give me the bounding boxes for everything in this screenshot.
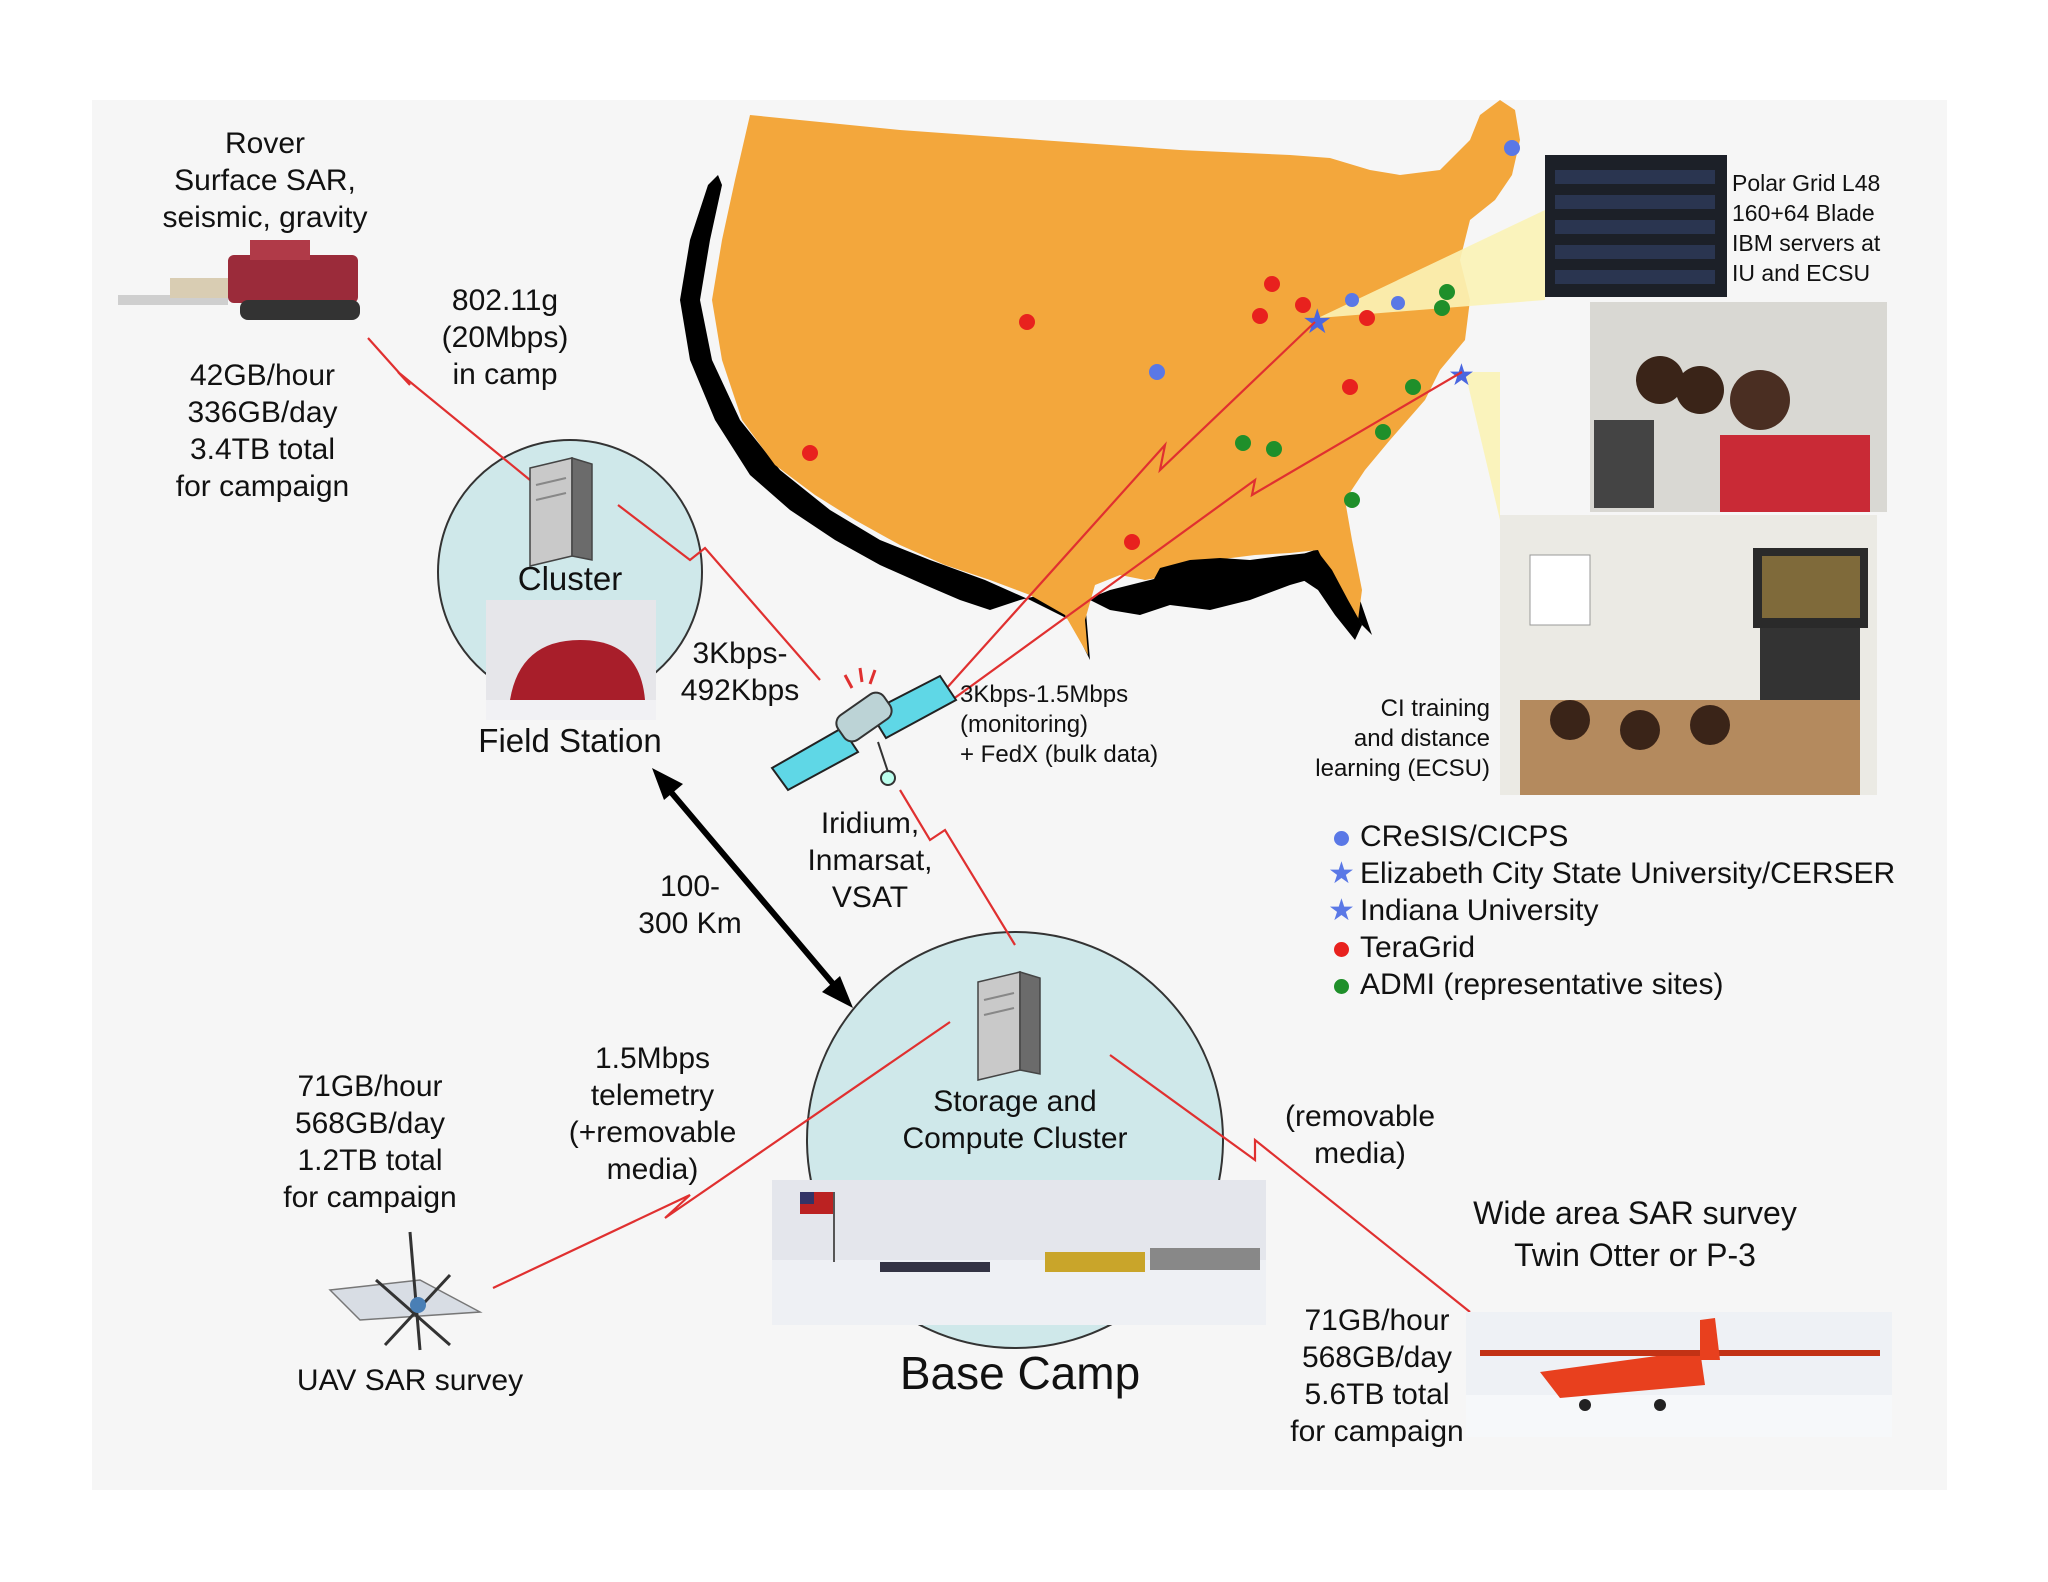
twin-otter-photo (1466, 1312, 1892, 1437)
admi-dot-icon (1334, 979, 1349, 994)
site-cresis (1391, 296, 1405, 310)
students-photo (1590, 302, 1887, 512)
wide-area-title: Wide area SAR survey Twin Otter or P-3 (1410, 1192, 1860, 1276)
site-teragrid (1252, 308, 1268, 324)
site-admi (1439, 284, 1455, 300)
rover-title: Rover Surface SAR, seismic, gravity (135, 125, 395, 236)
legend-label: ADMI (representative sites) (1360, 966, 1723, 1003)
base-server-icon (978, 972, 1040, 1080)
site-admi (1405, 379, 1421, 395)
site-ecsu-star: ★ (1448, 358, 1475, 393)
highlight-wedge-ecsu (1465, 372, 1500, 520)
rover-vehicle-image (118, 240, 360, 320)
ecsu-star-icon: ★ (1328, 857, 1355, 890)
field-server-icon (530, 458, 592, 566)
site-teragrid (1359, 310, 1375, 326)
site-teragrid (1342, 379, 1358, 395)
legend-item: TeraGrid (1328, 929, 1895, 966)
legend: CReSIS/CICPS ★ Elizabeth City State Univ… (1328, 818, 1895, 1003)
satellite-networks-label: Iridium, Inmarsat, VSAT (790, 805, 950, 916)
satellite-downlink-label: 3Kbps-1.5Mbps (monitoring) + FedX (bulk … (960, 680, 1200, 770)
satellite-uplink-label: 3Kbps- 492Kbps (675, 635, 805, 709)
legend-label: Elizabeth City State University/CERSER (1360, 855, 1895, 892)
site-teragrid (802, 445, 818, 461)
wide-area-link-label: (removable media) (1250, 1098, 1470, 1172)
classroom-photo (1500, 515, 1877, 795)
field-station-label: Field Station (440, 722, 700, 759)
rover-stats: 42GB/hour 336GB/day 3.4TB total for camp… (140, 357, 385, 505)
site-admi (1375, 424, 1391, 440)
legend-label: Indiana University (1360, 892, 1598, 929)
legend-item: CReSIS/CICPS (1328, 818, 1895, 855)
uav-aircraft-image (330, 1232, 480, 1350)
legend-label: TeraGrid (1360, 929, 1475, 966)
site-teragrid (1019, 314, 1035, 330)
uav-survey-label: UAV SAR survey (255, 1362, 565, 1399)
site-teragrid (1124, 534, 1140, 550)
site-teragrid (1264, 276, 1280, 292)
uav-link-label: 1.5Mbps telemetry (+removable media) (545, 1040, 760, 1188)
cresis-dot-icon (1334, 831, 1349, 846)
iu-star-icon: ★ (1328, 894, 1355, 927)
field-station-photo (486, 600, 656, 720)
polar-grid-label: Polar Grid L48 160+64 Blade IBM servers … (1732, 168, 1932, 288)
site-admi (1266, 441, 1282, 457)
distance-label: 100- 300 Km (620, 868, 760, 942)
site-cresis (1345, 293, 1359, 307)
site-admi (1434, 300, 1450, 316)
wide-area-stats: 71GB/hour 568GB/day 5.6TB total for camp… (1262, 1302, 1492, 1450)
teragrid-dot-icon (1334, 942, 1349, 957)
field-cluster-label: Cluster (490, 560, 650, 597)
legend-label: CReSIS/CICPS (1360, 818, 1568, 855)
site-cresis (1504, 140, 1520, 156)
legend-item: ★ Elizabeth City State University/CERSER (1328, 855, 1895, 892)
uav-stats: 71GB/hour 568GB/day 1.2TB total for camp… (255, 1068, 485, 1216)
site-iu-star: ★ (1302, 302, 1332, 342)
legend-item: ★ Indiana University (1328, 892, 1895, 929)
base-camp-label: Base Camp (840, 1348, 1200, 1398)
ci-training-label: CI training and distance learning (ECSU) (1285, 694, 1490, 784)
base-camp-photo (772, 1180, 1266, 1325)
site-cresis (1149, 364, 1165, 380)
us-map (712, 100, 1520, 655)
legend-item: ADMI (representative sites) (1328, 966, 1895, 1003)
polar-grid-servers-photo (1545, 155, 1727, 297)
site-admi (1344, 492, 1360, 508)
camp-link-label: 802.11g (20Mbps) in camp (420, 282, 590, 393)
base-cluster-label: Storage and Compute Cluster (880, 1083, 1150, 1157)
site-admi (1235, 435, 1251, 451)
